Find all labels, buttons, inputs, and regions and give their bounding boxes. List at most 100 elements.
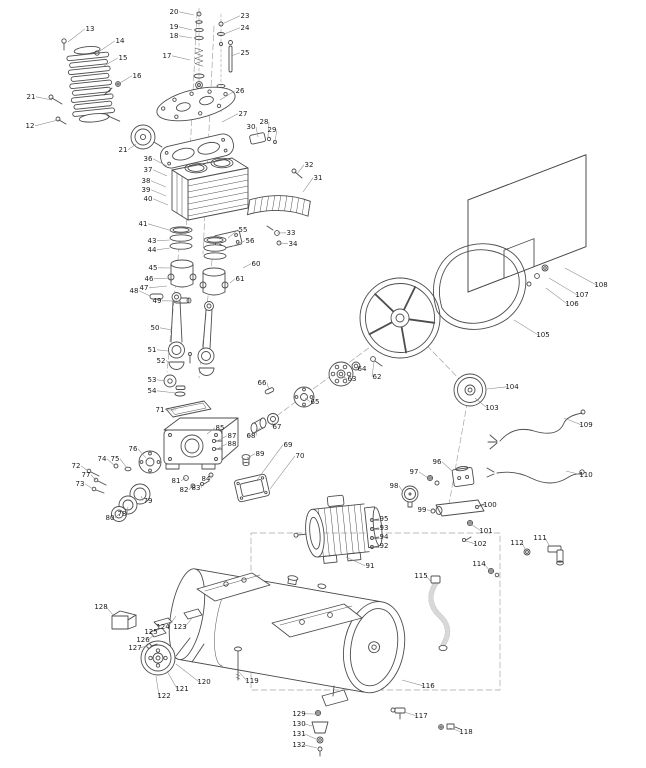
manifold-pipe (430, 499, 485, 543)
crank-extension (250, 417, 267, 434)
leader-line-31 (302, 177, 314, 193)
leader-line-78 (126, 506, 129, 514)
leader-line-38 (150, 180, 167, 188)
leader-line-107 (548, 277, 578, 296)
part-number-82: 82 (180, 486, 189, 494)
leader-line-68 (255, 429, 258, 436)
leader-line-105 (513, 319, 539, 336)
leader-line-128 (105, 606, 115, 617)
part-number-12: 12 (26, 122, 35, 130)
part-number-109: 109 (579, 421, 592, 429)
part-number-52: 52 (157, 357, 166, 365)
crankcase-gasket (165, 400, 212, 418)
cylinder-block (171, 157, 249, 221)
part-number-54: 54 (148, 387, 157, 395)
part-number-108: 108 (594, 281, 607, 289)
part-number-132: 132 (292, 741, 305, 749)
drain-cock (390, 707, 406, 720)
piston-rings-left (169, 226, 193, 250)
part-number-98: 98 (390, 482, 399, 490)
air-tank (168, 568, 406, 694)
part-number-129: 129 (292, 710, 305, 718)
part-number-28: 28 (260, 118, 269, 126)
part-number-68: 68 (247, 432, 256, 440)
leader-line-112 (521, 542, 527, 552)
leader-line-19 (178, 26, 193, 31)
part-number-14: 14 (116, 37, 125, 45)
part-number-27: 27 (239, 110, 248, 118)
v-belt (433, 243, 527, 330)
axle-bolt (234, 646, 242, 681)
leader-line-69 (256, 444, 284, 481)
leader-line-51 (156, 349, 169, 352)
leader-line-119 (238, 671, 248, 681)
part-number-25: 25 (241, 49, 250, 57)
part-number-80: 80 (106, 514, 115, 522)
part-number-34: 34 (289, 240, 298, 248)
leader-line-41 (147, 223, 170, 231)
motor-platform (196, 572, 271, 602)
part-number-15: 15 (119, 54, 128, 62)
part-number-49: 49 (153, 297, 162, 305)
leader-line-30 (255, 126, 259, 138)
wire-harness-upper (487, 409, 586, 450)
leader-line-108 (564, 267, 597, 286)
part-number-29: 29 (268, 126, 277, 134)
part-number-41: 41 (139, 220, 148, 228)
leader-line-32 (296, 164, 305, 175)
motor-pulley (453, 373, 487, 407)
leader-line-17 (171, 55, 191, 61)
piston-left (167, 259, 197, 288)
leader-line-66 (266, 382, 270, 391)
leader-line-120 (175, 663, 200, 683)
part-number-79: 79 (144, 497, 153, 505)
leader-line-70 (269, 455, 296, 490)
leader-line-93 (370, 527, 380, 530)
leader-line-95 (370, 518, 380, 521)
grille-fasteners (526, 264, 549, 287)
leader-line-37 (152, 169, 168, 177)
leader-line-82 (188, 485, 193, 490)
key-pin (264, 387, 275, 395)
leader-line-116 (401, 679, 424, 687)
air-filter-assembly (66, 46, 121, 123)
cover-bolts (86, 463, 132, 494)
hub-bolt (370, 356, 383, 367)
part-number-114: 114 (472, 560, 486, 568)
part-number-20: 20 (170, 8, 179, 16)
leader-line-98 (398, 485, 404, 493)
leader-line-40 (152, 198, 169, 206)
part-number-26: 26 (236, 87, 245, 95)
part-number-46: 46 (145, 275, 154, 283)
part-number-16: 16 (133, 72, 142, 80)
leader-line-89 (246, 453, 256, 459)
part-number-64: 64 (358, 365, 367, 373)
leader-line-15 (103, 57, 119, 67)
part-number-65: 65 (311, 398, 320, 406)
part-number-122: 122 (157, 692, 170, 700)
head-gasket (160, 133, 234, 169)
part-number-17: 17 (163, 52, 172, 60)
part-number-106: 106 (565, 300, 579, 308)
leader-line-14 (96, 40, 116, 54)
leader-line-61 (229, 278, 236, 284)
part-number-88: 88 (228, 440, 237, 448)
part-number-13: 13 (86, 25, 95, 33)
part-number-74: 74 (98, 455, 107, 463)
leader-line-114 (483, 563, 491, 572)
part-number-33: 33 (287, 229, 296, 237)
part-number-100: 100 (483, 501, 496, 509)
part-number-110: 110 (579, 471, 592, 479)
pressure-gauge (401, 485, 419, 508)
part-number-102: 102 (473, 540, 486, 548)
hub-flange (328, 361, 354, 387)
leader-line-60 (242, 263, 252, 269)
motor-bolts (370, 518, 380, 549)
part-number-70: 70 (296, 452, 305, 460)
leader-line-13 (67, 28, 86, 43)
leader-line-26 (219, 90, 236, 101)
leader-line-21 (35, 96, 53, 101)
leader-line-75 (119, 458, 128, 469)
leader-line-54 (156, 390, 177, 394)
part-number-130: 130 (292, 720, 305, 728)
